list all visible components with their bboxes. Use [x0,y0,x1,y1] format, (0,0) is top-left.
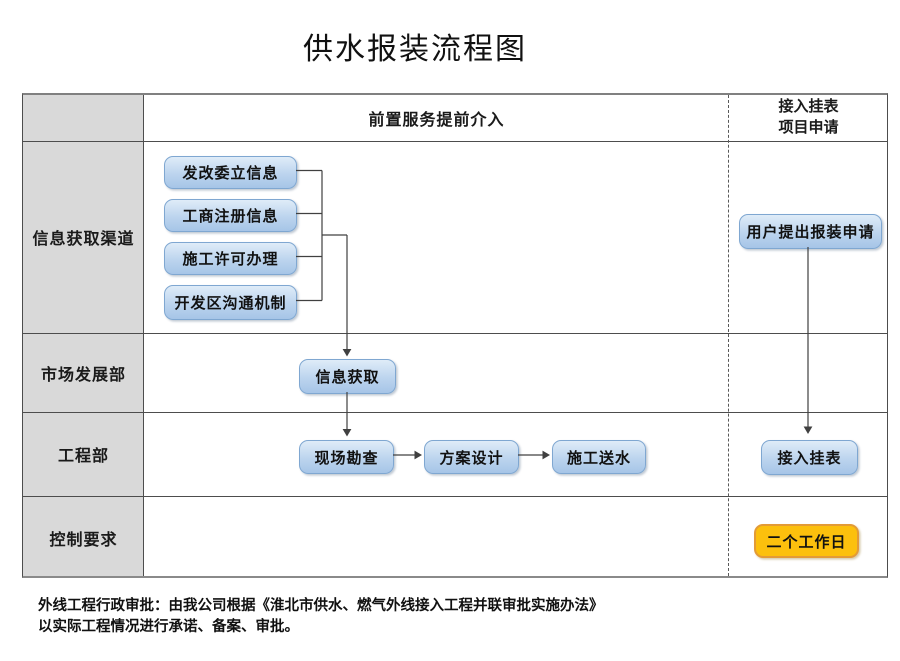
flowchart-table: 前置服务提前介入 接入挂表 项目申请 信息获取渠道 市场发展部 工程部 控制要求… [22,93,888,578]
row-divider [23,141,887,142]
node-shigong-songshui: 施工送水 [552,440,646,474]
node-fangan-sheji: 方案设计 [424,440,519,474]
header-pre-service: 前置服务提前介入 [368,112,505,129]
footer-note: 外线工程行政审批：由我公司根据《淮北市供水、燃气外线接入工程并联审批实施办法》 … [38,596,858,638]
node-kaifaqu-goutong: 开发区沟通机制 [164,285,297,320]
header-meter-line2: 项目申请 [778,120,839,136]
footer-note-line1: 外线工程行政审批：由我公司根据《淮北市供水、燃气外线接入工程并联审批实施办法》 [38,598,604,614]
header-meter-application: 接入挂表 项目申请 [729,95,888,141]
node-two-workdays: 二个工作日 [754,524,859,558]
lane-header-column [23,95,144,576]
node-xianchang-kancha: 现场勘查 [299,440,394,474]
node-yonghu-shenqing: 用户提出报装申请 [739,214,882,249]
row-divider [23,333,887,334]
row-divider [23,412,887,413]
node-gongshang-info: 工商注册信息 [164,199,297,232]
node-xinxi-huoqu: 信息获取 [299,359,396,394]
node-jieru-guabiao: 接入挂表 [761,440,858,475]
lane-label-engineering-dept: 工程部 [57,448,109,465]
node-fagaiwei-info: 发改委立信息 [164,156,297,189]
header-meter-line1: 接入挂表 [778,99,839,115]
page-title: 供水报装流程图 [303,33,527,66]
lane-label-market-dept: 市场发展部 [40,366,126,384]
lane-label-info-channels: 信息获取渠道 [32,231,135,248]
node-shigong-xuke: 施工许可办理 [164,242,297,275]
footer-note-line2: 以实际工程情况进行承诺、备案、审批。 [38,619,299,635]
row-divider [23,496,887,497]
column-divider-dashed [728,95,729,576]
lane-label-control-req: 控制要求 [49,532,118,549]
